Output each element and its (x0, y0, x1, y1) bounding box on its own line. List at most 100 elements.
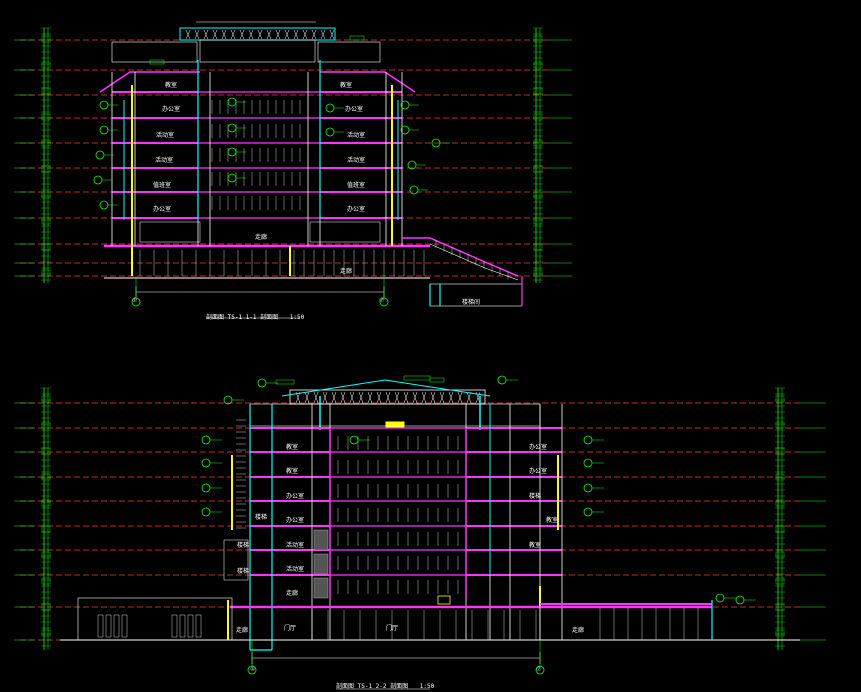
wing-window (105, 614, 112, 638)
roof-truss-member (412, 391, 418, 404)
room-label: 教室 (529, 542, 542, 549)
roof-truss-member (329, 29, 335, 40)
roof-truss-member (331, 391, 337, 404)
room-label: 活动室 (155, 157, 174, 164)
roof-truss-member (194, 29, 200, 40)
roof-truss-member (266, 29, 272, 40)
room-label: 教室 (286, 444, 299, 451)
detail-callout-bubble (201, 435, 211, 445)
elevation-ruler-box (41, 629, 51, 637)
elevation-ruler-box (41, 525, 51, 533)
elevation-ruler-box (533, 269, 543, 277)
detail-callout-bubble (227, 173, 237, 183)
elevation-ruler-box (533, 217, 543, 225)
room-label: 走廊 (236, 627, 249, 634)
axis-bubble (379, 297, 389, 307)
elevation-ruler-box (41, 243, 51, 251)
roof-truss-member (320, 29, 326, 40)
elevation-ruler-box (41, 499, 51, 507)
elevation-ruler-box (41, 395, 51, 403)
elevation-ruler-box (775, 525, 785, 533)
roof-tag (275, 379, 295, 385)
detail-callout-bubble (95, 150, 105, 160)
section-1-scale: 1:50 (289, 314, 305, 321)
elevation-ruler-box (41, 269, 51, 277)
room-label: 办公室 (529, 444, 548, 451)
wing-window (195, 614, 202, 638)
room-label: 活动室 (156, 132, 175, 139)
room-label: 办公室 (345, 106, 364, 113)
elevation-ruler-box (775, 395, 785, 403)
roof-truss-member (475, 391, 481, 404)
room-label: 办公室 (347, 206, 366, 213)
elevation-ruler-box (533, 191, 543, 199)
elevation-ruler-box (533, 87, 543, 95)
detail-callout-bubble (409, 185, 419, 195)
wing-window (121, 614, 128, 638)
room-label: 门厅 (284, 625, 297, 632)
roof-truss-member (311, 29, 317, 40)
detail-callout-bubble (583, 458, 593, 468)
room-label: 教室 (165, 82, 178, 89)
roof-slope-left (99, 71, 200, 93)
elevation-ruler-box (41, 165, 51, 173)
room-label: 门厅 (386, 625, 399, 632)
wing-window (187, 614, 194, 638)
elevation-ruler-box (41, 35, 51, 43)
detail-callout-bubble (227, 97, 237, 107)
detail-callout-bubble (583, 507, 593, 517)
section-2-title: 剖面图 TS-1 2-2 剖面图 1:50 (336, 681, 434, 690)
room-label: 值班室 (153, 182, 172, 189)
roof-truss-member (313, 391, 319, 404)
section-1-axis-right: ⑦ (379, 297, 385, 304)
elevation-ruler-box (533, 165, 543, 173)
roof-truss-member (448, 391, 454, 404)
room-label: 楼梯 (529, 493, 542, 500)
parapet-right (317, 41, 381, 63)
detail-callout-bubble (257, 378, 267, 388)
elevation-ruler-box (41, 87, 51, 95)
elevation-ruler-box (41, 551, 51, 559)
roof-truss-member (403, 391, 409, 404)
roof-truss-member (295, 391, 301, 404)
detail-callout-bubble (497, 375, 507, 385)
roof-vent (385, 421, 405, 429)
roof-truss-member (185, 29, 191, 40)
section-2-axis-right: ⑦ (536, 666, 542, 673)
room-label: 活动室 (286, 542, 305, 549)
stair-flight (313, 577, 329, 599)
room-label: 活动室 (347, 132, 366, 139)
mezzanine-box (309, 221, 381, 243)
room-label: 办公室 (153, 206, 172, 213)
detail-callout-bubble (99, 100, 109, 110)
roof-tag (149, 59, 165, 65)
wing-window (113, 614, 120, 638)
room-label: 楼梯 (237, 568, 250, 575)
elevation-ruler-box (41, 113, 51, 121)
elevation-ruler-box (41, 577, 51, 585)
roof-truss-member (457, 391, 463, 404)
room-label: 教室 (546, 517, 559, 524)
detail-callout-bubble (583, 435, 593, 445)
roof-truss-member (248, 29, 254, 40)
top-floor-volume (199, 39, 316, 63)
elevation-ruler-box (775, 499, 785, 507)
exterior-ramp-edge (429, 243, 519, 281)
section-2-axis-left: ④ (250, 666, 256, 673)
elevation-ruler-box (533, 139, 543, 147)
detail-callout-bubble (735, 595, 745, 605)
detail-callout-bubble (99, 125, 109, 135)
section-2-2 (14, 375, 826, 690)
room-label: 办公室 (162, 106, 181, 113)
detail-callout-bubble (201, 458, 211, 468)
axis-bubble (131, 297, 141, 307)
elevation-ruler-box (533, 113, 543, 121)
elevation-ruler-box (775, 447, 785, 455)
room-label: 值班室 (347, 182, 366, 189)
section-1-title: 剖面图 TS-1 1-1 剖面图 1:50 (206, 312, 304, 321)
detail-callout-bubble (325, 127, 335, 137)
roof-truss-member (212, 29, 218, 40)
roof-truss-member (322, 391, 328, 404)
